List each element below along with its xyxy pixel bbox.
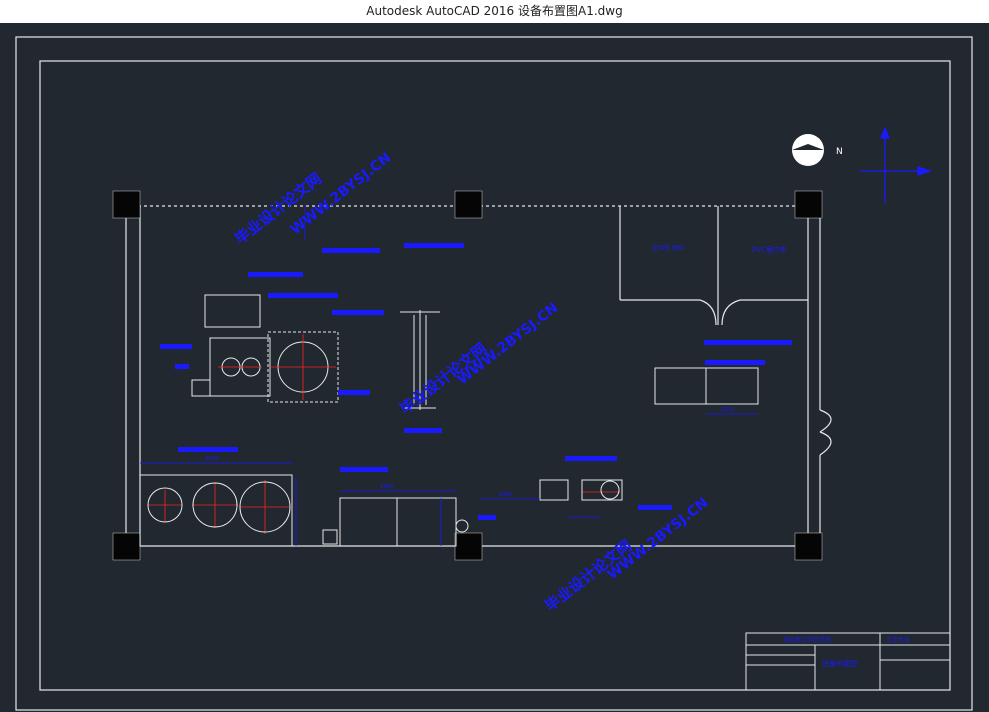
outer-frame (15, 36, 973, 711)
room-label-lab: 化验室 原料 (652, 244, 684, 252)
rack-equipment (400, 310, 440, 410)
watermark-1: 毕业设计论文网 WWW.2BYSJ.CN (231, 150, 394, 248)
structural-columns (112, 190, 823, 561)
axis-symbol-icon (860, 126, 933, 204)
dim-text-2: 2000 (498, 492, 512, 498)
drawing-canvas[interactable]: N 化验室 原料 PVC室内布 (0, 23, 989, 712)
inner-frame (39, 60, 951, 691)
title-block-header-right: 工艺专业 (886, 636, 910, 644)
dim-text-1: 1600 (380, 484, 394, 490)
watermark-3: 毕业设计论文网 WWW.2BYSJ.CN (541, 495, 711, 615)
north-compass-icon: N (792, 134, 843, 166)
svg-text:WWW.2BYSJ.CN: WWW.2BYSJ.CN (455, 300, 562, 388)
room-label-pvc: PVC室内布 (752, 245, 787, 254)
equipment-group-upper-left (191, 294, 339, 403)
dim-text-3: 1000 (720, 407, 734, 413)
equipment-lower-tanks (139, 474, 623, 547)
watermark-2: 毕业设计论文网 WWW.2BYSJ.CN (396, 300, 561, 418)
building-walls (125, 205, 832, 547)
north-label: N (836, 147, 843, 157)
title-block-header-left: 湖北理工学院学院 (783, 636, 831, 644)
drawing-svg[interactable]: N 化验室 原料 PVC室内布 (0, 23, 989, 712)
dimension-lines (140, 205, 758, 546)
title-block-drawing-name: 设备布置图 (822, 659, 857, 668)
title-block (745, 632, 951, 691)
dim-text-4: 2500 (205, 456, 219, 462)
annotation-blocks (160, 243, 792, 520)
centerlines (148, 334, 620, 534)
window-title: Autodesk AutoCAD 2016 设备布置图A1.dwg (0, 0, 989, 23)
